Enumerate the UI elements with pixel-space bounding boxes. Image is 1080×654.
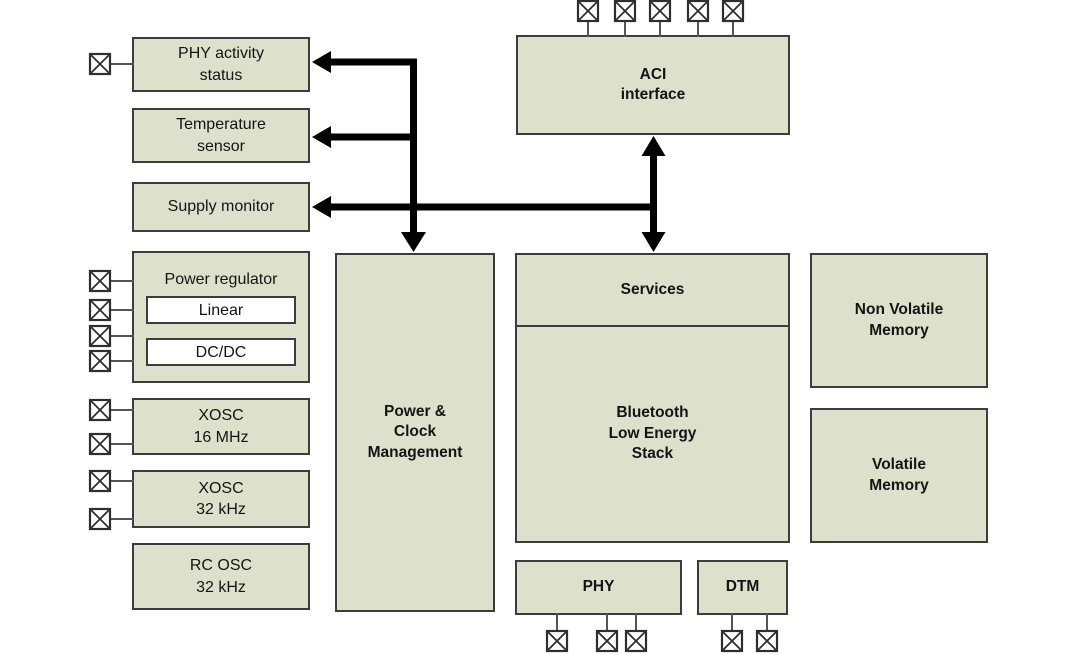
block-power-clock-management: Power & Clock Management bbox=[335, 253, 495, 612]
pin-icon bbox=[88, 269, 112, 293]
block-dcdc-regulator: DC/DC bbox=[146, 338, 296, 367]
block-services: Services bbox=[517, 255, 788, 327]
block-rc-osc-32khz: RC OSC 32 kHz bbox=[132, 543, 310, 610]
pin-icon bbox=[88, 298, 112, 322]
pin-icon bbox=[613, 0, 637, 23]
pin-icon bbox=[720, 629, 744, 653]
arrow-trunk-to-power-clock-management bbox=[401, 58, 426, 252]
block-label: DC/DC bbox=[195, 343, 247, 361]
block-linear-regulator: Linear bbox=[146, 296, 296, 325]
block-label: Volatile Memory bbox=[869, 456, 929, 494]
block-label: ACI interface bbox=[620, 65, 686, 103]
block-non-volatile-memory: Non Volatile Memory bbox=[810, 253, 988, 388]
block-label: Bluetooth Low Energy Stack bbox=[608, 404, 697, 463]
arrow-to-phy-activity-status bbox=[312, 51, 417, 73]
block-label: XOSC 16 MHz bbox=[193, 407, 249, 446]
pin-leads-bottom bbox=[556, 613, 768, 631]
block-services-ble-stack: Services Bluetooth Low Energy Stack bbox=[515, 253, 790, 543]
pin-icon bbox=[755, 629, 779, 653]
block-label: Power regulator bbox=[164, 271, 278, 288]
block-supply-monitor: Supply monitor bbox=[132, 182, 310, 232]
block-label: Temperature sensor bbox=[176, 116, 266, 155]
arrow-to-supply-monitor bbox=[312, 196, 657, 218]
block-label: Linear bbox=[198, 301, 244, 319]
pin-icon bbox=[88, 432, 112, 456]
block-phy-activity-status: PHY activity status bbox=[132, 37, 310, 92]
block-dtm: DTM bbox=[697, 560, 788, 615]
block-bluetooth-low-energy-stack: Bluetooth Low Energy Stack bbox=[517, 327, 788, 541]
block-volatile-memory: Volatile Memory bbox=[810, 408, 988, 543]
pin-icon bbox=[88, 507, 112, 531]
pin-icon bbox=[88, 349, 112, 373]
block-aci-interface: ACI interface bbox=[516, 35, 790, 135]
pin-icon bbox=[88, 52, 112, 76]
block-xosc-32khz: XOSC 32 kHz bbox=[132, 470, 310, 528]
pin-icon bbox=[545, 629, 569, 653]
arrow-to-temperature-sensor bbox=[312, 126, 417, 148]
block-label: Services bbox=[620, 280, 685, 298]
pin-icon bbox=[648, 0, 672, 23]
pin-icon bbox=[686, 0, 710, 23]
block-temperature-sensor: Temperature sensor bbox=[132, 108, 310, 163]
arrow-aci-services-bidirectional bbox=[641, 136, 666, 252]
block-label: DTM bbox=[725, 578, 760, 596]
block-label: RC OSC 32 kHz bbox=[189, 557, 253, 596]
pin-icon bbox=[721, 0, 745, 23]
block-label: PHY activity status bbox=[178, 45, 264, 84]
block-xosc-16mhz: XOSC 16 MHz bbox=[132, 398, 310, 455]
block-phy: PHY bbox=[515, 560, 682, 615]
block-label: Supply monitor bbox=[167, 198, 275, 216]
block-label: Power & Clock Management bbox=[367, 402, 463, 461]
pin-icon bbox=[595, 629, 619, 653]
pin-icon bbox=[624, 629, 648, 653]
block-label: Non Volatile Memory bbox=[854, 301, 944, 339]
pin-icon bbox=[88, 398, 112, 422]
pin-leads-left bbox=[110, 63, 134, 520]
block-label: PHY bbox=[582, 578, 615, 596]
block-power-regulator: Power regulator Linear DC/DC bbox=[132, 251, 310, 383]
pin-icon bbox=[576, 0, 600, 23]
pin-icon bbox=[88, 324, 112, 348]
block-label: XOSC 32 kHz bbox=[196, 479, 246, 518]
pin-icon bbox=[88, 469, 112, 493]
